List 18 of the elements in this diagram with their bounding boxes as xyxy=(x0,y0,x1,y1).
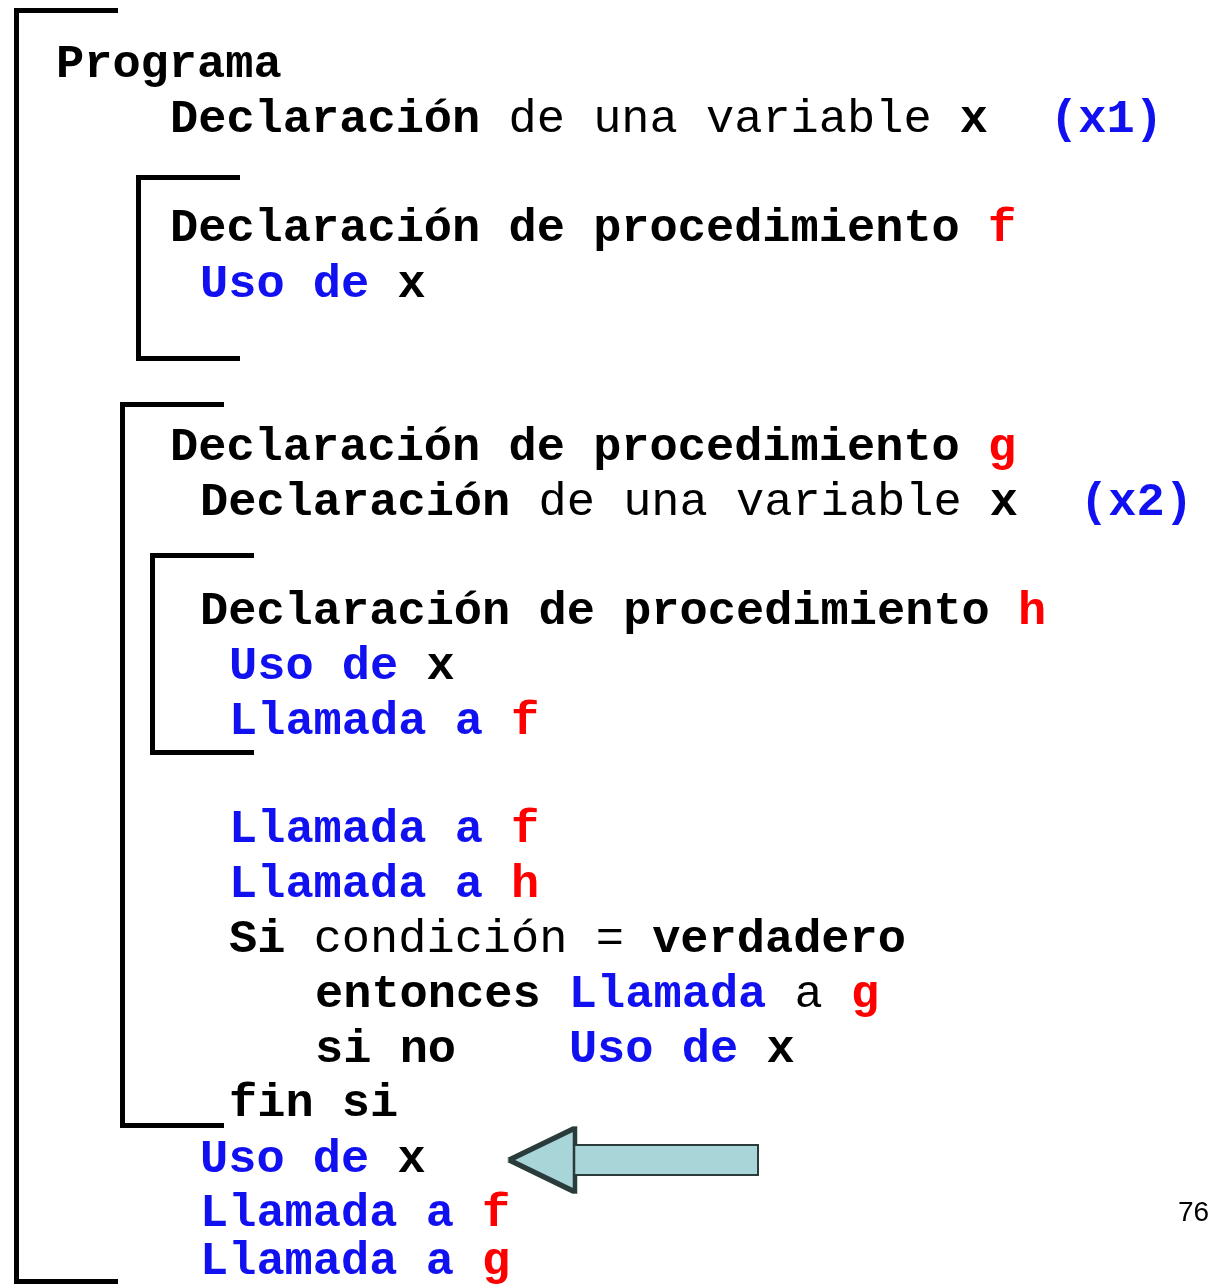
code-line: Declaración de procedimiento h xyxy=(200,585,1047,639)
code-line: entonces Llamada a g xyxy=(315,968,880,1022)
code-line: Declaración de una variable x (x1) xyxy=(170,93,1163,147)
block-arrow xyxy=(510,1128,757,1192)
page-number: 76 xyxy=(1178,1196,1210,1228)
code-line: Llamada a f xyxy=(229,803,540,857)
code-line: fin si xyxy=(229,1077,399,1131)
code-line: Llamada a f xyxy=(229,695,540,749)
code-line: Uso de x xyxy=(229,640,455,694)
code-line: si no Uso de x xyxy=(315,1023,795,1077)
code-line: Uso de x xyxy=(200,258,426,312)
code-line: Programa xyxy=(56,38,282,92)
code-line: Uso de x xyxy=(200,1133,512,1187)
code-line: Declaración de una variable x (x2) xyxy=(200,476,1193,530)
code-line: Declaración de procedimiento g xyxy=(170,421,1017,475)
code-line: Declaración de procedimiento f xyxy=(170,202,1017,256)
code-line: Llamada a h xyxy=(229,858,540,912)
code-line: Si condición = verdadero xyxy=(229,913,906,967)
